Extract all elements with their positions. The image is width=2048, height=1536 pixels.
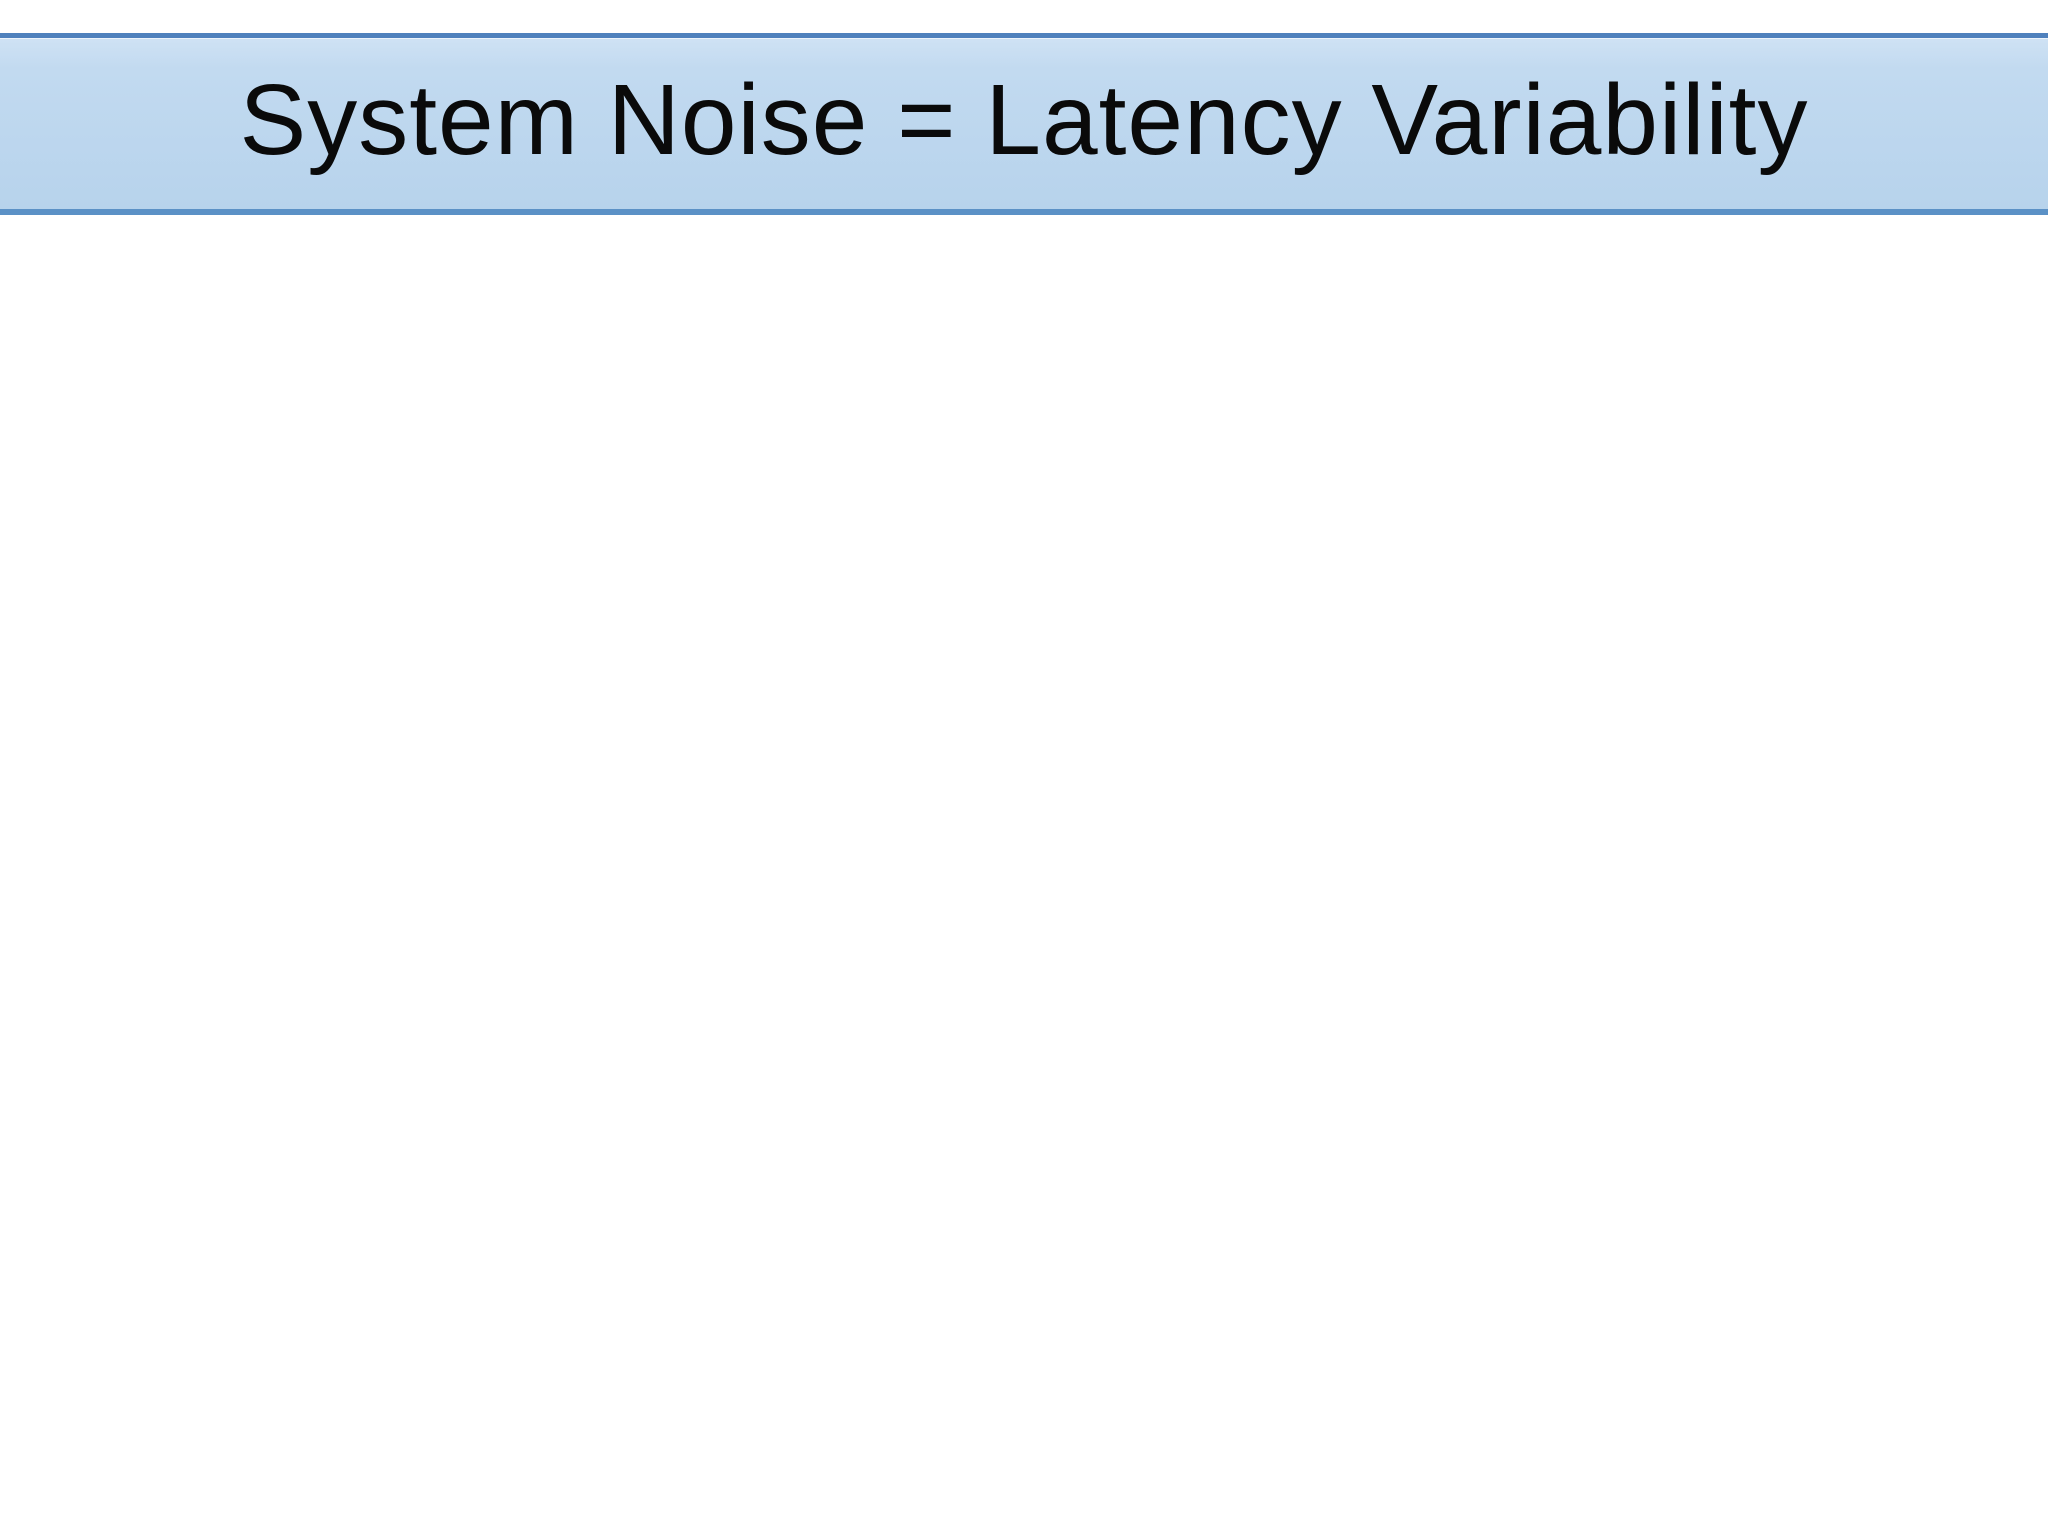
slide-title: System Noise = Latency Variability [239, 63, 1809, 176]
slide-body-empty [0, 215, 2048, 1536]
title-banner: System Noise = Latency Variability [0, 33, 2048, 215]
